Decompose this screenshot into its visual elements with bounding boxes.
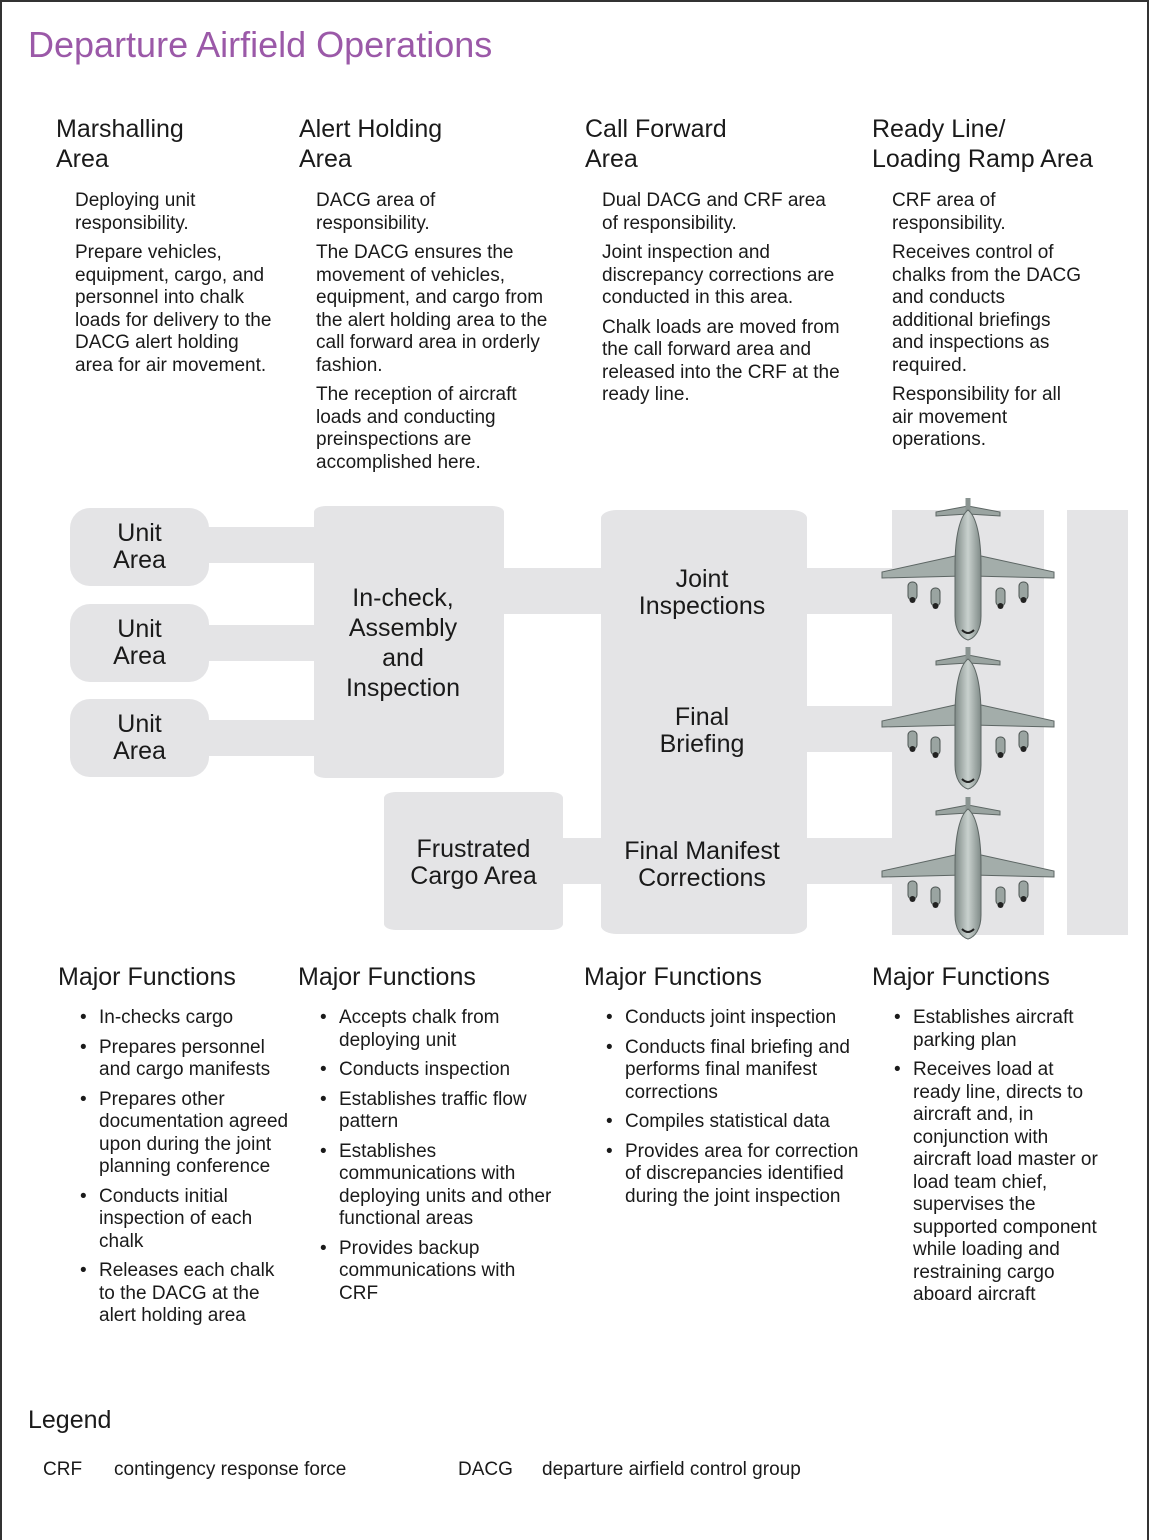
column-heading-marshalling: Marshalling Area [56, 115, 184, 173]
list-item: Compiles statistical data [605, 1111, 860, 1134]
column-heading-alert-holding: Alert Holding Area [299, 115, 443, 173]
list-item: Conducts joint inspection [605, 1007, 860, 1030]
unit-area-block [70, 699, 209, 777]
list-item: Conducts inspection [319, 1059, 559, 1082]
unit-area-block [70, 508, 209, 586]
description-paragraph: Dual DACG and CRF area of responsibility… [602, 190, 826, 234]
list-item: Releases each chalk to the DACG at the a… [79, 1260, 294, 1328]
legend-meaning: departure airfield control group [542, 1459, 801, 1480]
unit-area-label: Unit Area [113, 615, 166, 670]
description-paragraph: Chalk loads are moved from the call forw… [602, 316, 840, 406]
frustrated-cargo-block [384, 792, 563, 930]
legend-meaning: contingency response force [114, 1459, 347, 1480]
description-paragraph: The reception of aircraft loads and cond… [316, 384, 517, 473]
description-alert-holding: DACG area of responsibility. The DACG en… [316, 190, 551, 481]
major-functions-heading: Major Functions [872, 963, 1050, 991]
final-manifest-label: Final Manifest Corrections [624, 837, 780, 892]
functions-list-marshalling: In-checks cargo Prepares personnel and c… [79, 1007, 294, 1335]
major-functions-heading: Major Functions [58, 963, 236, 991]
list-item: Accepts chalk from deploying unit [319, 1007, 559, 1052]
description-paragraph: The DACG ensures the movement of vehicle… [316, 242, 548, 376]
in-check-block [314, 506, 504, 778]
frustrated-cargo-label: Frustrated Cargo Area [410, 835, 537, 890]
call-forward-block [601, 510, 807, 934]
major-functions-heading: Major Functions [298, 963, 476, 991]
list-item: Conducts initial inspection of each chal… [79, 1186, 294, 1254]
list-item: Provides backup communications with CRF [319, 1238, 559, 1306]
list-item: In-checks cargo [79, 1007, 294, 1030]
loading-ramp-block [1067, 510, 1128, 935]
description-paragraph: Prepare vehicles, equipment, cargo, and … [75, 242, 272, 376]
description-marshalling: Deploying unit responsibility. Prepare v… [75, 190, 275, 384]
description-paragraph: Joint inspection and discrepancy correct… [602, 242, 835, 308]
unit-area-label: Unit Area [113, 710, 166, 765]
page-title: Departure Airfield Operations [28, 24, 493, 65]
description-paragraph: Receives control of chalks from the DACG… [892, 242, 1081, 376]
list-item: Receives load at ready line, directs to … [893, 1059, 1098, 1307]
legend-abbr: DACG [458, 1459, 513, 1480]
column-heading-call-forward: Call Forward Area [585, 115, 727, 173]
list-item: Provides area for correction of discrepa… [605, 1141, 860, 1209]
description-paragraph: CRF area of responsibility. [892, 190, 1006, 234]
cargo-aircraft-icon [881, 796, 1055, 940]
description-paragraph: Deploying unit responsibility. [75, 190, 196, 234]
list-item: Establishes traffic flow pattern [319, 1089, 559, 1134]
legend-abbr: CRF [43, 1459, 83, 1480]
final-briefing-label: Final Briefing [659, 703, 745, 758]
unit-area-label: Unit Area [113, 519, 166, 574]
list-item: Conducts final briefing and performs fin… [605, 1037, 860, 1105]
list-item: Prepares other documentation agreed upon… [79, 1089, 294, 1179]
description-call-forward: Dual DACG and CRF area of responsibility… [602, 190, 842, 414]
functions-list-alert-holding: Accepts chalk from deploying unit Conduc… [319, 1007, 559, 1312]
description-ready-line: CRF area of responsibility. Receives con… [892, 190, 1087, 459]
functions-list-ready-line: Establishes aircraft parking plan Receiv… [893, 1007, 1098, 1314]
unit-area-block [70, 604, 209, 682]
cargo-aircraft-icon [881, 497, 1055, 641]
description-paragraph: DACG area of responsibility. [316, 190, 436, 234]
cargo-aircraft-icon [881, 646, 1055, 790]
list-item: Establishes communications with deployin… [319, 1141, 559, 1231]
major-functions-heading: Major Functions [584, 963, 762, 991]
column-heading-ready-line: Ready Line/ Loading Ramp Area [872, 115, 1093, 173]
list-item: Prepares personnel and cargo manifests [79, 1037, 294, 1082]
joint-inspections-label: Joint Inspections [638, 565, 766, 620]
description-paragraph: Responsibility for all air movement oper… [892, 384, 1061, 450]
in-check-label: In-check, Assembly and Inspection [346, 584, 460, 702]
connector-bar [790, 706, 900, 752]
functions-list-call-forward: Conducts joint inspection Conducts final… [605, 1007, 860, 1215]
list-item: Establishes aircraft parking plan [893, 1007, 1098, 1052]
legend-heading: Legend [28, 1406, 112, 1434]
